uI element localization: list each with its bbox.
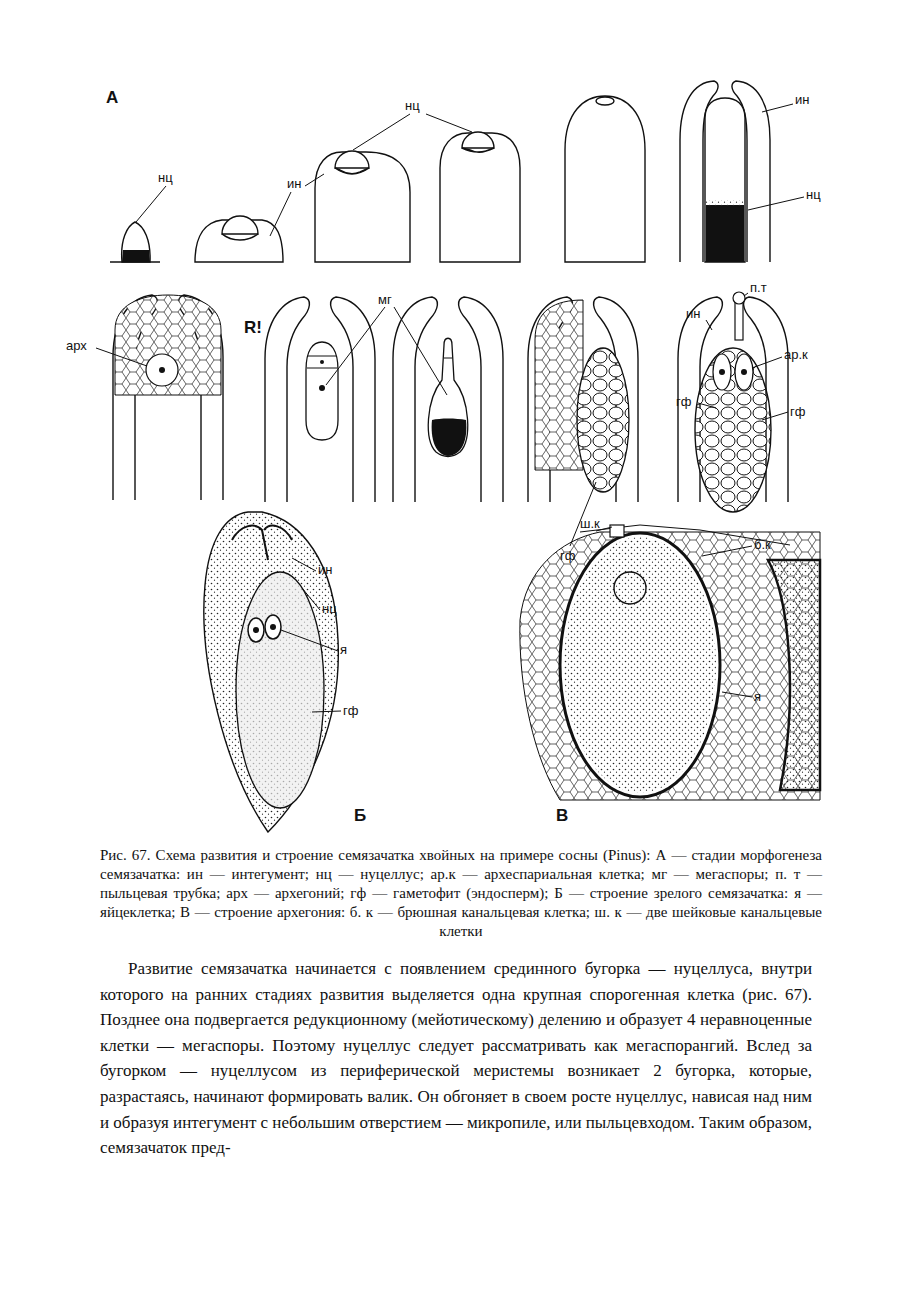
part-label: гф [343,703,358,718]
panel-letter: А [106,88,118,107]
part-label: нц [158,170,173,185]
panel-letter: В [556,806,568,825]
part-label: арх [66,338,87,353]
part-label: нц [405,98,420,113]
part-label: б.к [754,537,771,552]
panel-letter: R! [244,318,262,337]
part-label: гф [676,394,691,409]
part-label: ар.к [784,347,808,362]
part-label: гф [560,548,575,563]
part-label: ин [287,176,301,191]
part-label: я [340,642,347,657]
part-label: ш.к [580,516,600,531]
figure-caption: Рис. 67. Схема развития и строение семяз… [100,846,822,941]
part-label: нц [806,187,821,202]
panel-letter: Б [354,806,366,825]
part-label: ин [795,92,809,107]
part-label: я [754,689,761,704]
part-label: мг [378,292,392,307]
part-label: нц [322,601,337,616]
part-label: п.т [750,280,767,295]
part-label: гф [790,404,805,419]
part-label: ин [318,562,332,577]
body-text: Развитие семязачатка начинается с появле… [100,956,812,1161]
part-label: ин [686,306,700,321]
